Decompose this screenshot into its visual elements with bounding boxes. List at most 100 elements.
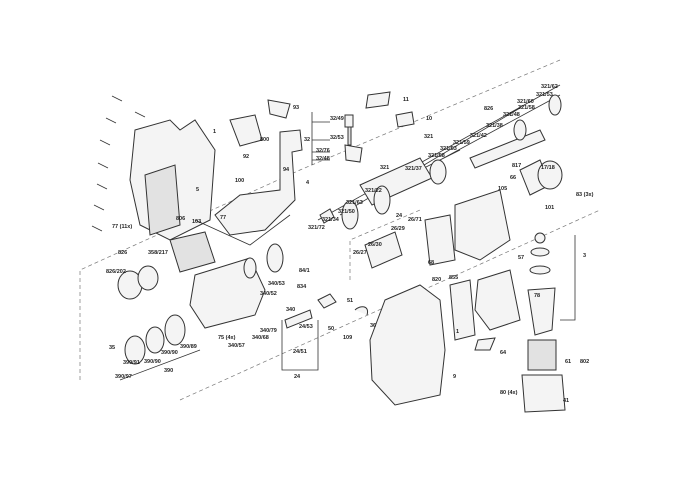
part-label: 36: [370, 323, 377, 329]
part-label: 100: [235, 178, 245, 184]
part-label: 77 (11x): [112, 224, 133, 230]
ring: [319, 208, 335, 224]
label-11: [365, 91, 391, 109]
part-label: 35: [109, 345, 116, 351]
part-label: 321/50: [338, 209, 355, 215]
part-label: 1: [456, 329, 460, 335]
brush-holder: [344, 144, 363, 163]
gear-housing-upper: [454, 189, 511, 261]
part-label: 390/90: [144, 359, 161, 365]
motor-housing: [521, 374, 566, 413]
part-label: 101: [545, 205, 555, 211]
part-label: 826/202: [106, 269, 126, 275]
drive-shaft: [469, 129, 546, 169]
electronics-module: [214, 129, 303, 236]
piston: [364, 231, 403, 269]
bracket-3: [560, 235, 576, 321]
part-label: 32/49: [330, 116, 344, 122]
bearing: [429, 159, 447, 185]
part-label: 358/217: [148, 250, 168, 256]
spring: [145, 326, 165, 354]
part-label: 103: [192, 219, 202, 225]
part-label: 5: [196, 187, 200, 193]
ring: [548, 94, 562, 116]
part-label: 41: [563, 398, 570, 404]
housing-half-right: [369, 284, 446, 406]
part-label: 80 (4x): [500, 390, 518, 396]
part-label: 321/63: [346, 200, 363, 206]
part-label: 68: [428, 260, 435, 266]
part-label: 51: [347, 298, 354, 304]
part-label: 340/52: [260, 291, 277, 297]
part-label: 321/37: [405, 166, 422, 172]
part-label: 50: [328, 326, 335, 332]
part-label: 32/48: [316, 156, 330, 162]
part-label: 806: [176, 216, 186, 222]
clip: [474, 337, 496, 351]
part-label: 1: [213, 129, 217, 135]
bracket-32: [311, 112, 330, 165]
part-label: 321/53: [440, 146, 457, 152]
part-label: 802: [580, 359, 590, 365]
part-label: 321/72: [308, 225, 325, 231]
part-label: 9: [453, 374, 457, 380]
part-label: 321/38: [486, 123, 503, 129]
part-label: 321/58: [518, 105, 535, 111]
part-label: 321/60: [517, 99, 534, 105]
part-label: 24/51: [293, 349, 307, 355]
part-label: 84/1: [299, 268, 310, 274]
ring: [513, 119, 527, 141]
part-label: 321/48: [503, 112, 520, 118]
part-label: 340/68: [252, 335, 269, 341]
part-label: 321/59: [453, 140, 470, 146]
washer: [530, 247, 550, 257]
gasket: [449, 279, 476, 341]
gear-housing-lower: [474, 269, 521, 331]
part-label: 77: [220, 215, 227, 221]
part-label: 800: [260, 137, 270, 143]
leader-line: [194, 214, 291, 246]
part-label: 94: [283, 167, 290, 173]
ring: [243, 257, 257, 279]
part-label: 92: [243, 154, 250, 160]
part-label: 26/71: [408, 217, 422, 223]
part-label: 820: [432, 277, 442, 283]
label-10: [395, 111, 415, 128]
bracket-390: [119, 349, 201, 381]
guide-line: [79, 59, 561, 380]
spring-36: [354, 306, 369, 316]
part-label: 78: [534, 293, 541, 299]
ring: [124, 335, 146, 365]
part-label: 26/29: [391, 226, 405, 232]
part-label: 11: [403, 97, 409, 103]
gear-ring: [537, 160, 563, 190]
part-label: 83 (3x): [576, 192, 594, 198]
part-label: 26/27: [353, 250, 367, 256]
part-label: 3: [583, 253, 587, 259]
part-label: 32: [304, 137, 311, 143]
part-label: 321: [380, 165, 390, 171]
part-label: 24/53: [299, 324, 313, 330]
part-label: 321/53: [536, 92, 553, 98]
part-label: 321/34: [322, 217, 339, 223]
part-label: 24: [396, 213, 403, 219]
part-label: 834: [297, 284, 307, 290]
bracket-lines: [317, 84, 561, 221]
part-label: 855: [449, 275, 459, 281]
part-label: 340: [286, 307, 296, 313]
part-label: 61: [565, 359, 572, 365]
part-label: 93: [293, 105, 300, 111]
part-label: 75 (4x): [218, 335, 236, 341]
chuck-body: [169, 231, 216, 273]
housing-grip: [144, 164, 181, 236]
bearing: [529, 265, 551, 275]
part-label: 4: [306, 180, 310, 186]
part-label: 105: [498, 186, 508, 192]
part-label: 826: [118, 250, 128, 256]
ring: [341, 200, 359, 230]
screws: [91, 95, 146, 232]
part-label: 321: [424, 134, 434, 140]
brush: [344, 114, 354, 128]
